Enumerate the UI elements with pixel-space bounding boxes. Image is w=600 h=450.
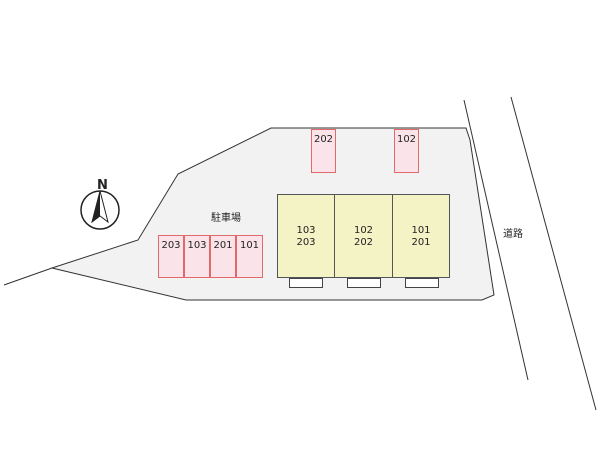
entrance-step xyxy=(405,278,439,288)
road-edge-left xyxy=(463,99,529,381)
building-unit: 102 202 xyxy=(334,194,393,278)
building-unit: 103 203 xyxy=(277,194,335,278)
road-edge-right xyxy=(510,96,597,411)
parking-slot-label: 101 xyxy=(239,240,260,251)
parking-slot-103: 103 xyxy=(184,235,210,278)
parking-slot-label: 203 xyxy=(161,240,181,251)
unit-number-upper: 101 xyxy=(411,225,431,236)
unit-number-upper: 103 xyxy=(296,225,316,236)
parking-slot-label: 102 xyxy=(396,134,417,145)
parking-slot-203: 203 xyxy=(158,235,184,278)
parking-label: 駐車場 xyxy=(211,213,241,224)
boundary-line xyxy=(3,267,53,286)
parking-slot-102: 102 xyxy=(394,129,419,173)
unit-number-upper: 102 xyxy=(353,225,374,236)
parking-slot-201: 201 xyxy=(210,235,236,278)
unit-number-lower: 201 xyxy=(411,237,431,248)
building-unit: 101 201 xyxy=(392,194,450,278)
parking-slot-202: 202 xyxy=(311,129,336,173)
entrance-step xyxy=(289,278,323,288)
parking-slot-label: 103 xyxy=(187,240,207,251)
parking-slot-101: 101 xyxy=(236,235,263,278)
parking-slot-label: 202 xyxy=(313,134,334,145)
road-label: 道路 xyxy=(503,229,523,240)
parking-slot-label: 201 xyxy=(213,240,233,251)
compass-north-label: N xyxy=(97,178,108,193)
compass-icon xyxy=(80,190,120,230)
entrance-step xyxy=(347,278,381,288)
unit-number-lower: 203 xyxy=(296,237,316,248)
unit-number-lower: 202 xyxy=(353,237,374,248)
